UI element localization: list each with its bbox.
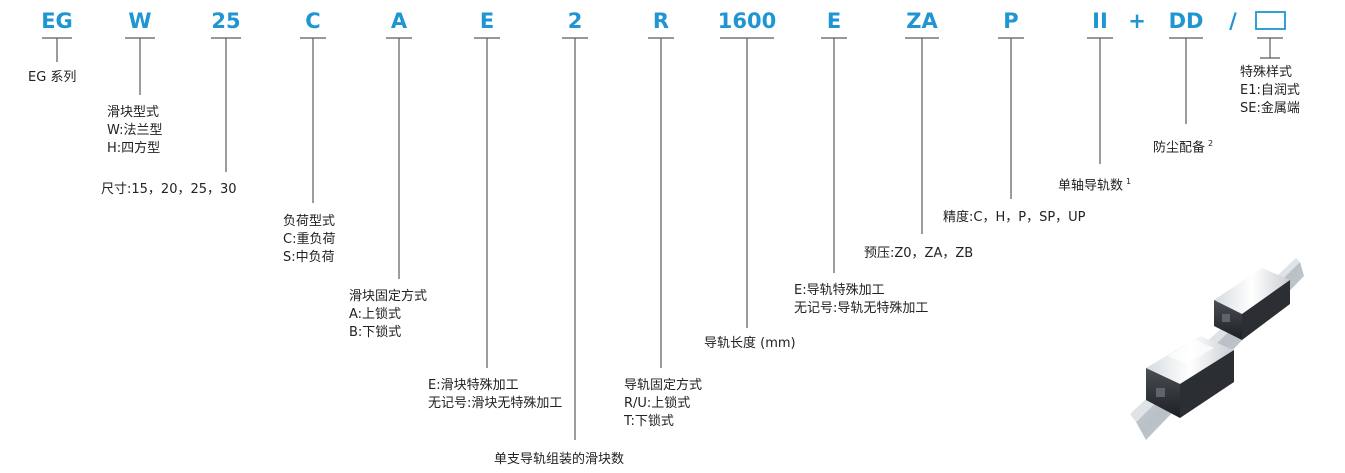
slash-separator: / <box>1229 9 1237 33</box>
code-6: E <box>480 9 494 33</box>
label-line: 导轨长度 (mm) <box>704 336 796 351</box>
label-line: 滑块固定方式 <box>349 289 428 304</box>
code-10: E <box>827 9 841 33</box>
footnote-marker: 2 <box>1208 139 1214 148</box>
label-line: W:法兰型 <box>107 123 163 138</box>
label-line: H:四方型 <box>107 141 161 156</box>
code-3: 25 <box>211 9 240 33</box>
leader-lines <box>42 37 1283 440</box>
label-8: 导轨固定方式 R/U:上锁式 T:下锁式 <box>624 377 702 431</box>
label-11: 预压:Z0，ZA，ZB <box>864 245 973 263</box>
code-1: EG <box>41 9 73 33</box>
label-1: EG 系列 <box>28 69 76 87</box>
label-line: 负荷型式 <box>283 214 336 229</box>
label-line: A:上锁式 <box>349 307 402 322</box>
label-line: E1:自润式 <box>1240 83 1300 98</box>
special-style-box <box>1255 11 1286 30</box>
label-line: C:重负荷 <box>283 232 336 247</box>
code-13: II <box>1092 9 1108 33</box>
label-5: 滑块固定方式 A:上锁式 B:下锁式 <box>349 288 427 342</box>
label-15: 特殊样式 E1:自润式 SE:金属端 <box>1240 64 1300 118</box>
label-line: T:下锁式 <box>624 414 674 429</box>
label-line: 导轨固定方式 <box>624 378 703 393</box>
label-10: E:导轨特殊加工无记号:导轨无特殊加工 <box>794 282 928 318</box>
label-line: 尺寸:15，20，25，30 <box>101 182 237 197</box>
label-line: 特殊样式 <box>1240 65 1293 80</box>
code-2: W <box>128 9 151 33</box>
label-line: 精度:C，H，P，SP，UP <box>943 210 1086 225</box>
label-line: 滑块型式 <box>107 105 160 120</box>
label-7: 单支导轨组装的滑块数 <box>494 451 624 469</box>
code-5: A <box>391 9 408 33</box>
label-2: 滑块型式 W:法兰型 H:四方型 <box>107 104 162 158</box>
label-12: 精度:C，H，P，SP，UP <box>943 209 1086 227</box>
label-3: 尺寸:15，20，25，30 <box>101 181 237 199</box>
code-11: ZA <box>906 9 938 33</box>
label-line: S:中负荷 <box>283 250 335 265</box>
code-12: P <box>1003 9 1018 33</box>
plus-separator: + <box>1128 9 1146 33</box>
label-line: B:下锁式 <box>349 325 402 340</box>
label-line: SE:金属端 <box>1240 101 1300 116</box>
label-line: R/U:上锁式 <box>624 396 691 411</box>
label-line: E:导轨特殊加工 <box>794 283 885 298</box>
code-8: R <box>653 9 669 33</box>
label-9: 导轨长度 (mm) <box>704 335 796 353</box>
label-6: E:滑块特殊加工无记号:滑块无特殊加工 <box>428 377 562 413</box>
code-9: 1600 <box>718 9 776 33</box>
code-7: 2 <box>568 9 583 33</box>
label-line: 无记号:导轨无特殊加工 <box>794 301 929 316</box>
linear-guide-product-photo <box>1130 258 1304 440</box>
label-line: E:滑块特殊加工 <box>428 378 519 393</box>
label-line: 预压:Z0，ZA，ZB <box>864 246 974 261</box>
label-line: 无记号:滑块无特殊加工 <box>428 396 563 411</box>
code-14: DD <box>1169 9 1204 33</box>
label-4: 负荷型式 C:重负荷 S:中负荷 <box>283 213 335 267</box>
footnote-marker: 1 <box>1126 177 1132 186</box>
label-line: 单支导轨组装的滑块数 <box>494 452 625 467</box>
label-line: EG 系列 <box>28 70 77 85</box>
code-4: C <box>305 9 320 33</box>
